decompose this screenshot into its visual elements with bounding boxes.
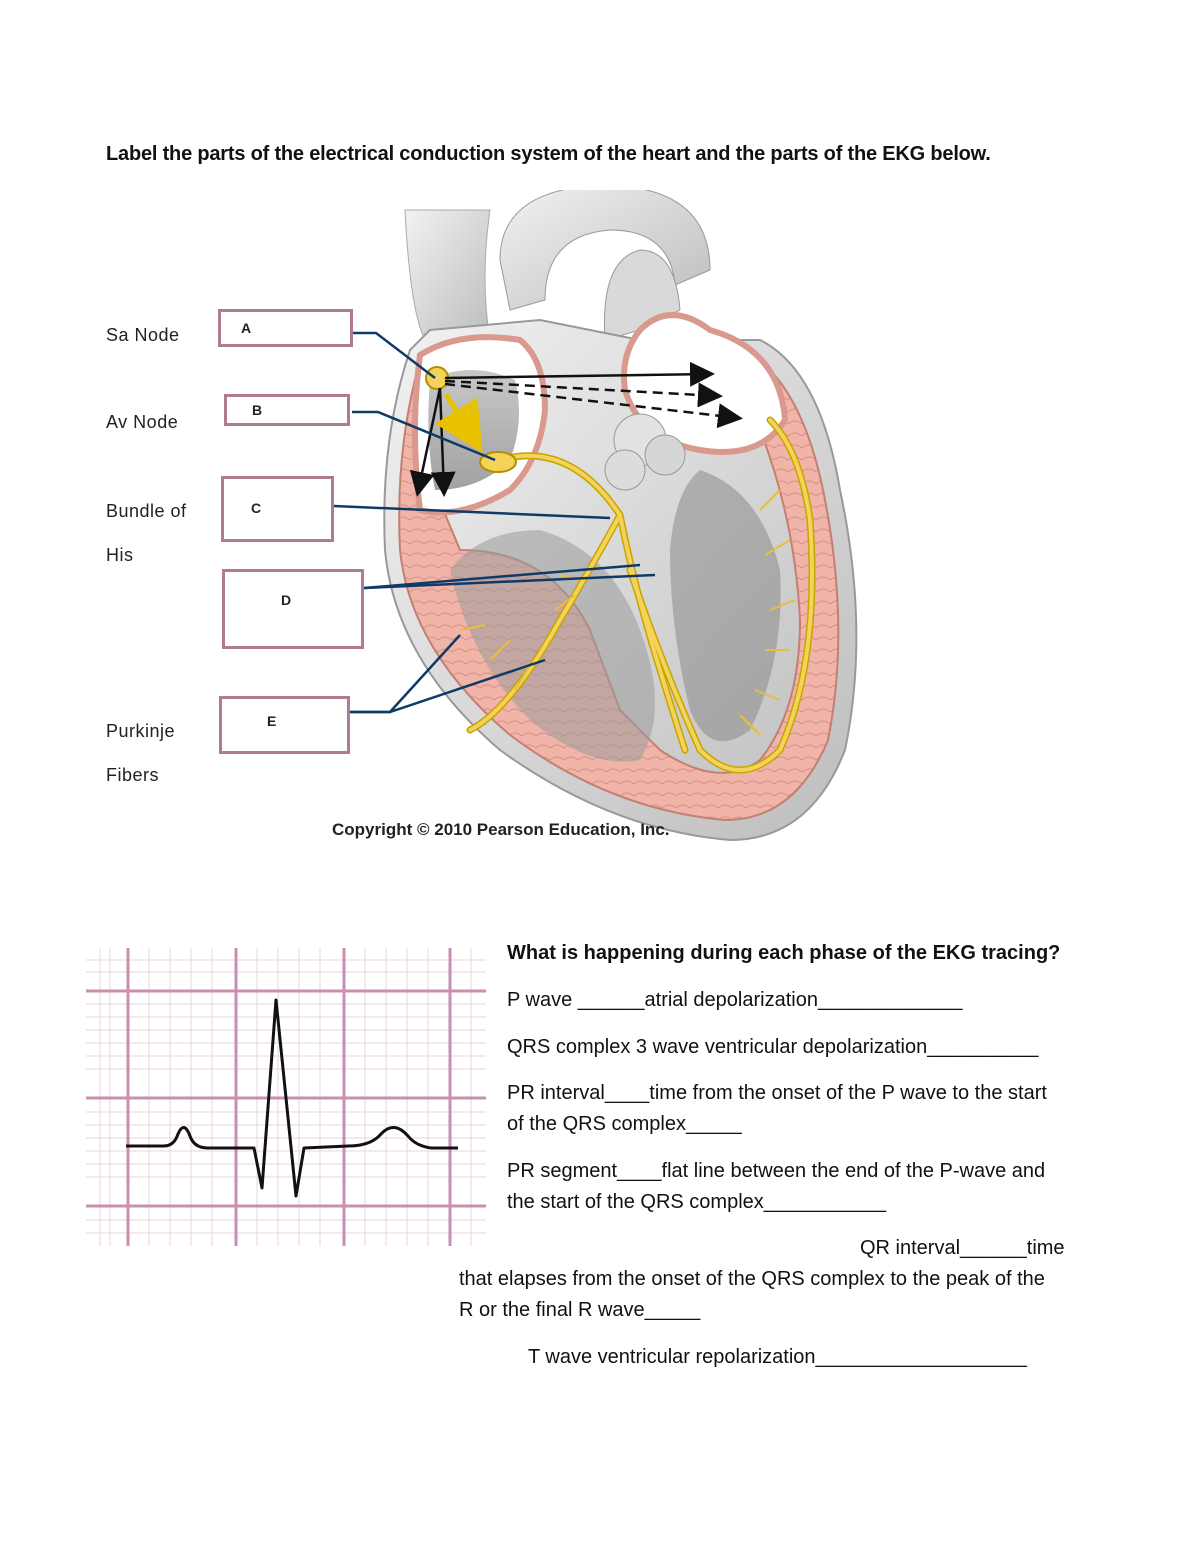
t-wave-answer: T wave ventricular repolarization_______… (528, 1346, 1027, 1368)
heart-diagram (383, 190, 858, 842)
pr-interval-answer-line2: of the QRS complex_____ (507, 1113, 742, 1135)
box-letter-a: A (241, 320, 252, 336)
ekg-major-grid (86, 948, 486, 1246)
purkinje-fibers-label-line2: Fibers (106, 765, 160, 785)
box-letter-e: E (267, 713, 277, 729)
qr-interval-answer-line3: R or the final R wave_____ (459, 1299, 701, 1321)
pr-interval-answer: PR interval____time from the onset of th… (507, 1082, 1047, 1104)
av-node-label: Av Node (106, 412, 179, 432)
qrs-complex-answer: QRS complex 3 wave ventricular depolariz… (507, 1036, 1039, 1058)
p-wave-answer: P wave ______atrial depolarization______… (507, 989, 963, 1011)
answer-box-a[interactable]: A (218, 309, 353, 347)
answer-box-c[interactable]: C (221, 476, 334, 542)
box-letter-b: B (252, 402, 263, 418)
worksheet-title: Label the parts of the electrical conduc… (106, 143, 991, 165)
copyright-notice: Copyright © 2010 Pearson Education, Inc. (332, 820, 670, 839)
answer-box-d[interactable]: D (222, 569, 364, 649)
pr-segment-answer-line2: the start of the QRS complex___________ (507, 1191, 887, 1213)
box-letter-d: D (281, 592, 292, 608)
bundle-of-his-label: Bundle of (106, 501, 187, 521)
pointer-lines (333, 331, 656, 714)
pr-segment-answer: PR segment____flat line between the end … (507, 1160, 1046, 1182)
answer-box-b[interactable]: B (224, 394, 350, 426)
ekg-tracing (86, 948, 486, 1246)
qr-interval-answer: QR interval______time (860, 1237, 1065, 1259)
sa-node-label: Sa Node (106, 325, 180, 345)
bundle-of-his-label-line2: His (106, 545, 134, 565)
answer-box-e[interactable]: E (219, 696, 350, 754)
qr-interval-answer-line2: that elapses from the onset of the QRS c… (459, 1268, 1045, 1290)
ekg-waveform (126, 998, 458, 1198)
box-letter-c: C (251, 500, 262, 516)
purkinje-fibers-label: Purkinje (106, 721, 176, 741)
questions-heading: What is happening during each phase of t… (507, 942, 1061, 964)
